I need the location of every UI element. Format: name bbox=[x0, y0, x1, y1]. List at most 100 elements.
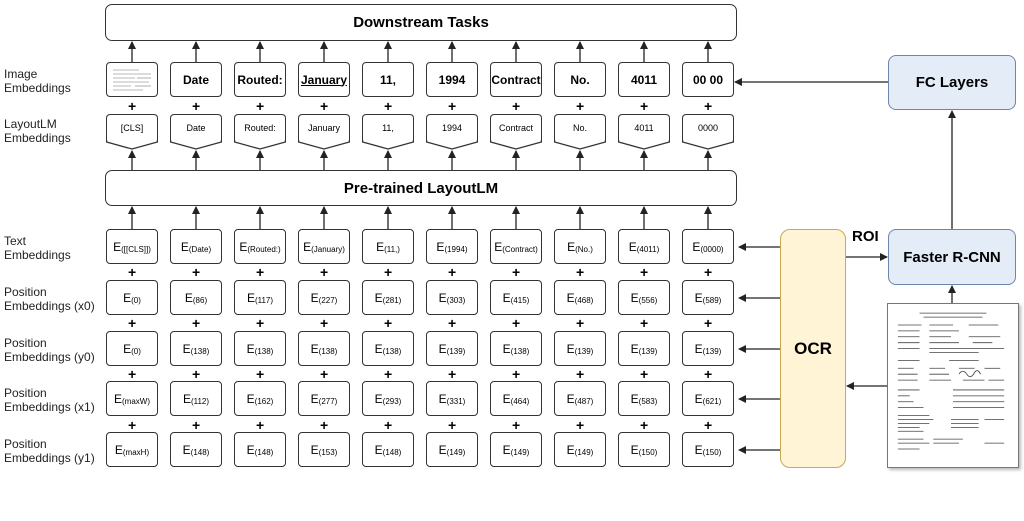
text-tokens-cell: E(Date) bbox=[170, 229, 222, 264]
y0-values-cell: E(0) bbox=[106, 331, 158, 366]
plus-sign: + bbox=[256, 366, 265, 382]
layoutlm-tokens-cell: [CLS] bbox=[106, 114, 158, 141]
embedding-subscript: (139) bbox=[702, 347, 722, 356]
embedding-subscript: (11,) bbox=[384, 245, 400, 254]
embedding-symbol: E bbox=[438, 290, 447, 305]
x1-values-cell: E(621) bbox=[682, 381, 734, 416]
embedding-symbol: E bbox=[113, 239, 122, 254]
document-thumbnail-icon bbox=[113, 69, 151, 90]
image-tokens-cell: 1994 bbox=[426, 62, 478, 97]
plus-sign: + bbox=[640, 264, 649, 280]
embedding-subscript: (621) bbox=[702, 397, 722, 406]
token-text: Contract bbox=[491, 72, 541, 87]
embedding-subscript: (0) bbox=[131, 296, 141, 305]
embedding-symbol: E bbox=[246, 391, 255, 406]
token-text: 11, bbox=[379, 72, 397, 87]
embedding-symbol: E bbox=[694, 391, 703, 406]
y0-values-cell: E(138) bbox=[490, 331, 542, 366]
embedding-symbol: E bbox=[374, 290, 383, 305]
embedding-subscript: (139) bbox=[446, 347, 466, 356]
label-line: Embeddings (y0) bbox=[4, 350, 95, 364]
layoutlm-tokens-cell: Date bbox=[170, 114, 222, 141]
embedding-symbol: E bbox=[180, 239, 189, 254]
plus-sign: + bbox=[192, 315, 201, 331]
plus-sign: + bbox=[704, 98, 713, 114]
x0-values-cell: E(468) bbox=[554, 280, 606, 315]
embedding-symbol: E bbox=[184, 290, 193, 305]
label-line: LayoutLM bbox=[4, 117, 57, 131]
x0-values-cell: E(86) bbox=[170, 280, 222, 315]
embedding-subscript: (138) bbox=[318, 347, 338, 356]
embedding-symbol: E bbox=[566, 442, 575, 457]
token-text: No. bbox=[572, 123, 587, 133]
y1-values-cell: E(148) bbox=[234, 432, 286, 467]
embedding-symbol: E bbox=[310, 290, 319, 305]
y1-values-cell: E(149) bbox=[490, 432, 542, 467]
embedding-subscript: (150) bbox=[638, 448, 658, 457]
embedding-symbol: E bbox=[630, 391, 639, 406]
document-lines bbox=[897, 312, 1005, 450]
label-position-x0: Position Embeddings (x0) bbox=[4, 285, 95, 313]
cell-chevron bbox=[554, 140, 606, 150]
image-tokens-cell: 00 00 bbox=[682, 62, 734, 97]
embedding-subscript: (227) bbox=[318, 296, 338, 305]
x0-values-cell: E(589) bbox=[682, 280, 734, 315]
embedding-symbol: E bbox=[630, 442, 639, 457]
plus-sign: + bbox=[384, 98, 393, 114]
embedding-symbol: E bbox=[438, 391, 447, 406]
token-text: Date bbox=[186, 123, 206, 133]
y1-values-cell: E(150) bbox=[682, 432, 734, 467]
embedding-subscript: (149) bbox=[510, 448, 530, 457]
embedding-subscript: (138) bbox=[382, 347, 402, 356]
token-text: 11, bbox=[382, 123, 394, 133]
plus-sign: + bbox=[512, 315, 521, 331]
embedding-subscript: (148) bbox=[254, 448, 274, 457]
embedding-subscript: (583) bbox=[638, 397, 658, 406]
plus-sign: + bbox=[384, 366, 393, 382]
plus-sign: + bbox=[448, 264, 457, 280]
embedding-symbol: E bbox=[438, 442, 447, 457]
text-tokens-cell: E(1994) bbox=[426, 229, 478, 264]
label-position-x1: Position Embeddings (x1) bbox=[4, 386, 95, 414]
plus-sign: + bbox=[576, 98, 585, 114]
embedding-symbol: E bbox=[310, 341, 319, 356]
label-line: Embeddings (y1) bbox=[4, 451, 95, 465]
plus-sign: + bbox=[384, 264, 393, 280]
embedding-subscript: (86) bbox=[192, 296, 208, 305]
fc-layers-box: FC Layers bbox=[888, 55, 1016, 110]
embedding-symbol: E bbox=[310, 442, 319, 457]
x0-values-cell: E(556) bbox=[618, 280, 670, 315]
label-line: Embeddings (x0) bbox=[4, 299, 95, 313]
embedding-symbol: E bbox=[502, 442, 511, 457]
label-line: Embeddings bbox=[4, 131, 71, 145]
embedding-symbol: E bbox=[246, 341, 255, 356]
y0-values-cell: E(138) bbox=[234, 331, 286, 366]
x1-values-cell: E(487) bbox=[554, 381, 606, 416]
cell-chevron bbox=[106, 140, 158, 150]
embedding-symbol: E bbox=[246, 442, 255, 457]
embedding-symbol: E bbox=[374, 442, 383, 457]
layoutlm-tokens-cell: 4011 bbox=[618, 114, 670, 141]
y1-values-cell: E(149) bbox=[554, 432, 606, 467]
plus-sign: + bbox=[256, 315, 265, 331]
embedding-subscript: (415) bbox=[510, 296, 530, 305]
embedding-symbol: E bbox=[630, 290, 639, 305]
image-tokens-cell: Date bbox=[170, 62, 222, 97]
plus-sign: + bbox=[256, 264, 265, 280]
token-text: January bbox=[300, 72, 348, 87]
token-text: [CLS] bbox=[120, 123, 144, 133]
embedding-subscript: (277) bbox=[318, 397, 338, 406]
plus-sign: + bbox=[576, 315, 585, 331]
plus-sign: + bbox=[704, 315, 713, 331]
plus-sign: + bbox=[192, 366, 201, 382]
plus-sign: + bbox=[320, 417, 329, 433]
plus-sign: + bbox=[320, 315, 329, 331]
embedding-subscript: (138) bbox=[190, 347, 210, 356]
embedding-subscript: ([[CLS]]) bbox=[121, 245, 151, 254]
x0-values-cell: E(227) bbox=[298, 280, 350, 315]
embedding-subscript: (Contract) bbox=[502, 245, 538, 254]
token-text: Routed: bbox=[244, 123, 276, 133]
x0-values-cell: E(0) bbox=[106, 280, 158, 315]
embedding-subscript: (maxH) bbox=[122, 448, 150, 457]
faster-rcnn-box: Faster R-CNN bbox=[888, 229, 1016, 285]
